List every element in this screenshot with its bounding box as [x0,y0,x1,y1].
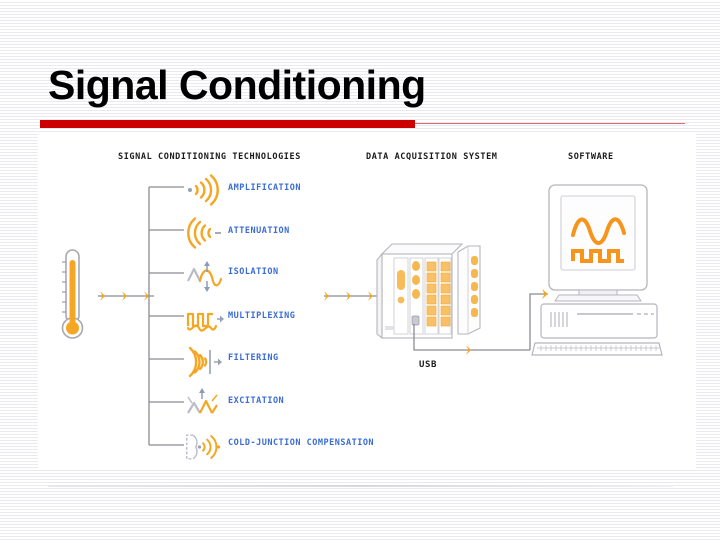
technology-label-excitation: EXCITATION [228,396,285,406]
usb-cable-connector [413,324,530,355]
technology-label-multiplexing: MULTIPLEXING [228,311,296,321]
header-data-acquisition-system: DATA ACQUISITION SYSTEM [366,152,498,162]
daq-to-computer-connector [529,289,548,350]
technology-label-filtering: FILTERING [228,353,279,363]
isolation-icon [187,261,223,292]
computer-workstation [531,184,663,356]
technology-label-cold-junction-compensation: COLD-JUNCTION COMPENSATION [228,438,375,448]
usb-label: USB [419,360,438,370]
sensor-to-technologies-connector [98,291,154,301]
title-accent-bar [40,120,415,128]
technologies-bracket [148,186,184,446]
footer-divider [48,485,673,487]
header-signal-conditioning-technologies: SIGNAL CONDITIONING TECHNOLOGIES [118,152,301,162]
square-wave [571,249,624,263]
technology-label-amplification: AMPLIFICATION [228,183,302,193]
daq-chassis [376,243,481,340]
cold-junction-compensation-icon [186,434,221,460]
technology-label-isolation: ISOLATION [228,267,279,277]
sine-wave [571,217,626,245]
technologies-to-daq-connector [324,291,378,301]
attenuation-icon [187,217,221,249]
filtering-icon [188,346,222,378]
page-title: Signal Conditioning [48,62,426,108]
technology-label-attenuation: ATTENUATION [228,226,290,236]
multiplexing-icon [186,312,224,332]
thermometer-sensor [61,249,84,339]
header-software: SOFTWARE [568,152,614,162]
title-accent-line [415,123,685,124]
amplification-icon [188,174,219,206]
excitation-icon [187,388,218,414]
